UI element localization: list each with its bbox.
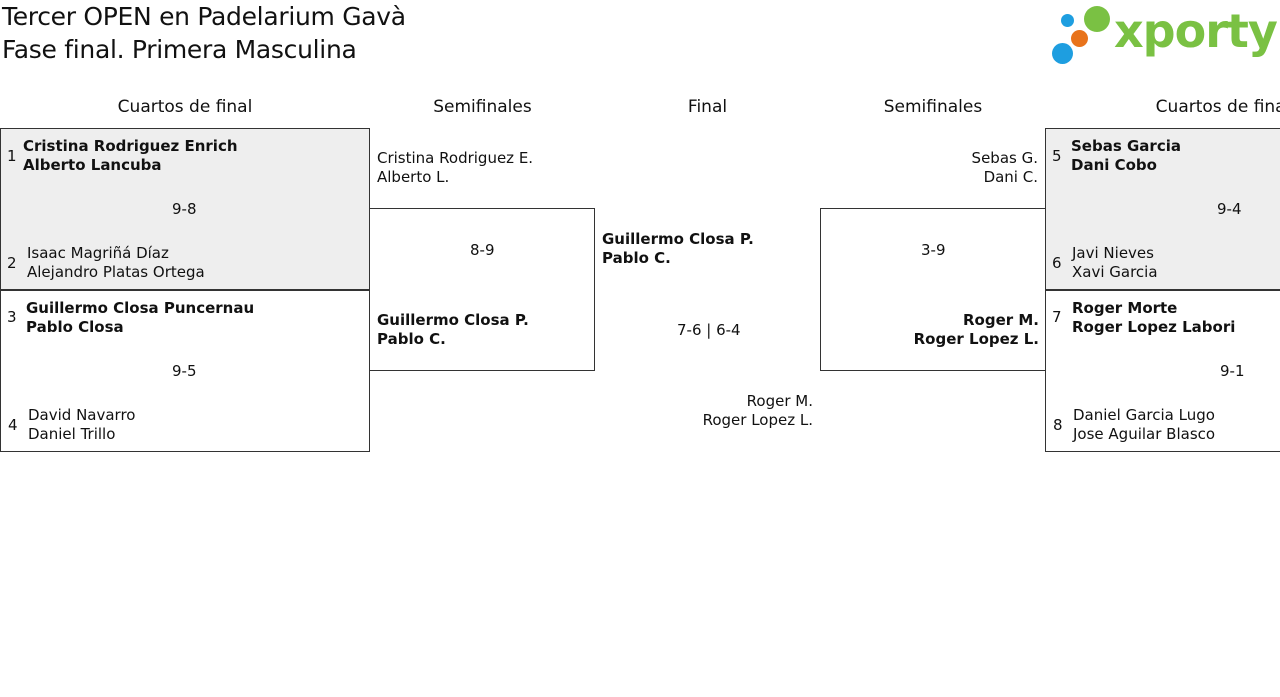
round-header-right-qf: Cuartos de final xyxy=(1155,97,1280,117)
seed-number: 6 xyxy=(1052,254,1062,272)
seed-number: 4 xyxy=(8,416,18,434)
player-name: Cristina Rodriguez Enrich xyxy=(23,137,238,155)
player-name: Roger Lopez Labori xyxy=(1072,318,1236,336)
player-name: Jose Aguilar Blasco xyxy=(1073,425,1216,443)
logo-dot-blue xyxy=(1061,14,1074,27)
team-loser[interactable]: Javi Nieves Xavi Garcia xyxy=(1072,244,1158,282)
player-name: Alejandro Platas Ortega xyxy=(27,263,205,281)
player-name: Roger M. xyxy=(746,392,813,410)
match-left-qf-1[interactable]: 1 Cristina Rodriguez Enrich Alberto Lanc… xyxy=(0,128,370,291)
page-title: Tercer OPEN en Padelarium Gavà xyxy=(2,2,406,31)
seed-number: 7 xyxy=(1052,308,1062,326)
player-name: Roger Morte xyxy=(1072,299,1178,317)
round-header-right-sf: Semifinales xyxy=(883,97,983,117)
logo-dot-orange xyxy=(1071,30,1088,47)
team-winner[interactable]: Roger M. Roger Lopez L. xyxy=(881,311,1039,349)
player-name: Daniel Trillo xyxy=(28,425,116,443)
team-loser[interactable]: Isaac Magriñá Díaz Alejandro Platas Orte… xyxy=(27,244,205,282)
player-name: Pablo C. xyxy=(602,249,671,267)
team-loser[interactable]: Daniel Garcia Lugo Jose Aguilar Blasco xyxy=(1073,406,1215,444)
match-right-qf-2[interactable]: 7 Roger Morte Roger Lopez Labori 9-1 8 D… xyxy=(1045,289,1280,452)
match-score: 9-5 xyxy=(172,362,197,380)
player-name: Cristina Rodriguez E. xyxy=(377,149,534,167)
player-name: Pablo C. xyxy=(377,330,446,348)
final-team-top[interactable]: Guillermo Closa P. Pablo C. xyxy=(602,230,754,268)
final-team-bottom[interactable]: Roger M. Roger Lopez L. xyxy=(690,392,813,430)
team-winner[interactable]: Sebas Garcia Dani Cobo xyxy=(1071,137,1181,175)
player-name: Guillermo Closa P. xyxy=(602,230,754,248)
match-score: 9-4 xyxy=(1217,200,1242,218)
player-name: Isaac Magriñá Díaz xyxy=(27,244,169,262)
player-name: Alberto L. xyxy=(377,168,450,186)
team-winner[interactable]: Cristina Rodriguez Enrich Alberto Lancub… xyxy=(23,137,238,175)
player-name: David Navarro xyxy=(28,406,136,424)
team-winner[interactable]: Roger Morte Roger Lopez Labori xyxy=(1072,299,1235,337)
round-header-left-sf: Semifinales xyxy=(433,97,532,117)
round-header-final: Final xyxy=(687,97,728,117)
player-name: Alberto Lancuba xyxy=(23,156,162,174)
seed-number: 8 xyxy=(1053,416,1063,434)
logo-dot-green xyxy=(1084,6,1110,32)
logo-text: xporty xyxy=(1114,4,1278,58)
team-loser[interactable]: David Navarro Daniel Trillo xyxy=(28,406,135,444)
logo-dot-blue-large xyxy=(1052,43,1073,64)
player-name: Dani Cobo xyxy=(1071,156,1157,174)
match-score: 9-1 xyxy=(1220,362,1245,380)
right-sf-team-top[interactable]: Sebas G. Dani C. xyxy=(920,149,1038,187)
player-name: Roger Lopez L. xyxy=(913,330,1039,348)
player-name: Xavi Garcia xyxy=(1072,263,1158,281)
round-header-left-qf: Cuartos de final xyxy=(117,97,253,117)
player-name: Sebas Garcia xyxy=(1071,137,1181,155)
left-sf-team-top[interactable]: Cristina Rodriguez E. Alberto L. xyxy=(377,149,533,187)
player-name: Daniel Garcia Lugo xyxy=(1073,406,1215,424)
match-score: 9-8 xyxy=(172,200,197,218)
player-name: Guillermo Closa Puncernau xyxy=(26,299,255,317)
team-winner[interactable]: Guillermo Closa Puncernau Pablo Closa xyxy=(26,299,254,337)
match-right-qf-1[interactable]: 5 Sebas Garcia Dani Cobo 9-4 6 Javi Niev… xyxy=(1045,128,1280,291)
match-score: 8-9 xyxy=(470,241,495,259)
match-score: 3-9 xyxy=(921,241,946,259)
final-score: 7-6 | 6-4 xyxy=(677,321,741,339)
seed-number: 1 xyxy=(7,147,17,165)
player-name: Roger M. xyxy=(962,311,1039,329)
player-name: Roger Lopez L. xyxy=(702,411,813,429)
match-left-sf[interactable]: 8-9 Guillermo Closa P. Pablo C. xyxy=(369,208,595,371)
player-name: Sebas G. xyxy=(971,149,1038,167)
player-name: Pablo Closa xyxy=(26,318,124,336)
match-right-sf[interactable]: 3-9 Roger M. Roger Lopez L. xyxy=(820,208,1046,371)
player-name: Dani C. xyxy=(983,168,1038,186)
player-name: Javi Nieves xyxy=(1072,244,1154,262)
seed-number: 2 xyxy=(7,254,17,272)
xporty-logo[interactable]: xporty xyxy=(1050,2,1278,68)
match-left-qf-2[interactable]: 3 Guillermo Closa Puncernau Pablo Closa … xyxy=(0,289,370,452)
page-subtitle: Fase final. Primera Masculina xyxy=(2,35,357,64)
seed-number: 5 xyxy=(1052,147,1062,165)
team-winner[interactable]: Guillermo Closa P. Pablo C. xyxy=(377,311,529,349)
seed-number: 3 xyxy=(7,308,17,326)
player-name: Guillermo Closa P. xyxy=(377,311,529,329)
